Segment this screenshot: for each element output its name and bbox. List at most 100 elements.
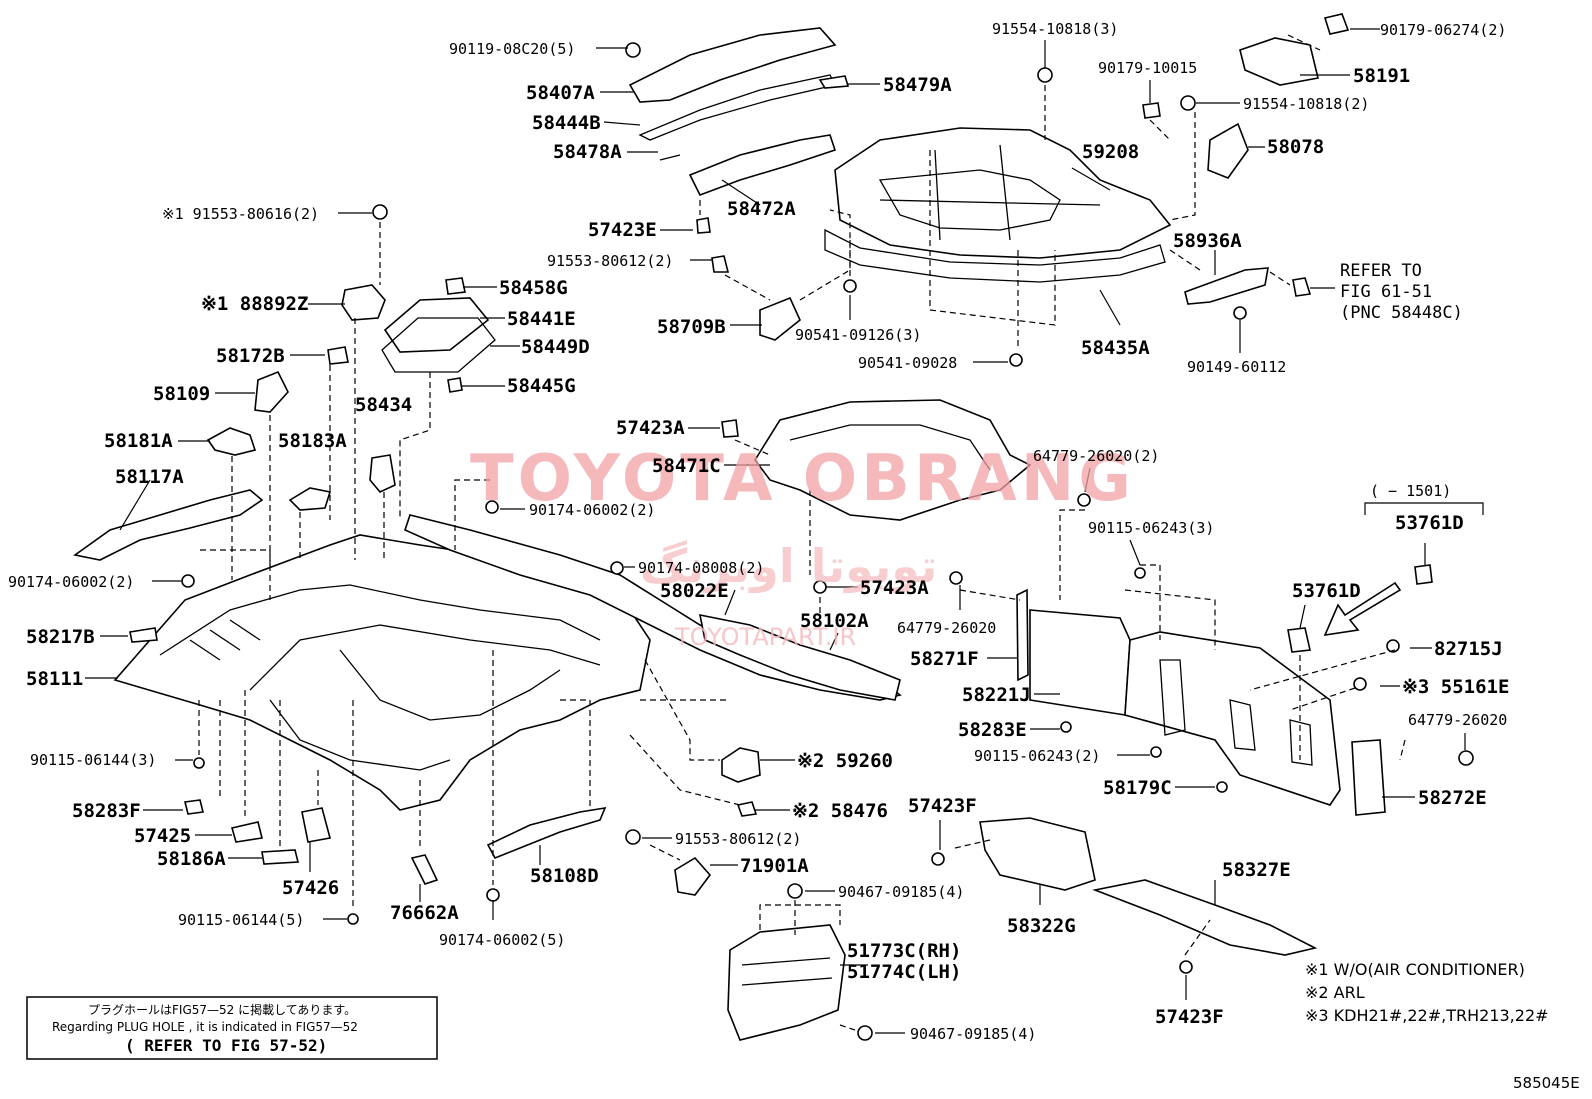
part-label: 57426 [282,877,339,899]
part-label: 58449D [521,336,590,358]
part-58327E-shape [1092,879,1318,956]
part-label: 58221J [962,684,1031,706]
part-58022E-shape [698,613,901,701]
part-label: 58445G [507,375,576,397]
part-label: 58434 [355,394,412,416]
part-label: 57425 [134,825,191,847]
part-label: 58435A [1081,337,1150,359]
part-label: 58111 [26,668,83,690]
part-label: 71901A [740,855,809,877]
legend-item: ※1 W/O(AIR CONDITIONER) [1305,960,1525,979]
watermark-site: TOYOTAPART.IR [674,623,856,651]
part-label: 58472A [727,198,796,220]
part-label: 58078 [1267,136,1324,158]
part-label: 64779-26020 [1408,711,1507,729]
plug-hole-note: プラグホールはFIG57—52 に掲載してあります。 Regarding PLU… [26,996,438,1060]
part-label: ※3 55161E [1402,676,1509,698]
part-label: 91553-80612(2) [547,252,673,270]
part-label: 58441E [507,308,576,330]
part-label: ※1 88892Z [201,293,308,315]
part-label: 90174-06002(5) [439,931,565,949]
part-label: 58102A [800,610,869,632]
floor-pan-shape [113,534,651,811]
part-58117A-shape [73,489,264,561]
part-58221J-shape [1029,609,1131,716]
part-label: 58117A [115,466,184,488]
service-hole-cover-shape [383,297,490,353]
part-label: 58272E [1418,787,1487,809]
part-label: 90541-09028 [858,354,957,372]
watermark-persian: تویوتا اوبرنگ [640,539,937,593]
legend: ※1 W/O(AIR CONDITIONER) ※2 ARL ※3 KDH21#… [1305,960,1549,1025]
part-label: 90119-08C20(5) [449,40,575,58]
part-label: 58022E [660,580,729,602]
part-label: 58183A [278,430,347,452]
part-label: 90115-06243(2) [974,747,1100,765]
dashed-guides [198,34,1406,1031]
part-label: 90174-06002(2) [8,573,134,591]
part-label: 90179-10015 [1098,59,1197,77]
part-label: 90541-09126(3) [795,326,921,344]
callout-labels: 90119-08C20(5) 58407A 58479A 58444B 5847… [8,20,1509,1043]
part-58472A-shape [688,134,837,197]
refer-line-1: REFER TO [1340,261,1422,281]
legend-item: ※3 KDH21#,22#,TRH213,22# [1305,1006,1549,1025]
part-label: 58191 [1353,65,1410,87]
part-label: 58322G [1007,915,1076,937]
part-label: 58186A [157,848,226,870]
part-label: ※1 91553-80616(2) [162,205,319,223]
part-label: 57423A [616,417,685,439]
part-label: 58936A [1173,230,1242,252]
part-51773C-shape [727,924,846,1041]
part-label: 58478A [553,141,622,163]
part-label: 51773C(RH) [847,940,961,962]
part-label: 58181A [104,430,173,452]
part-label: 58479A [883,74,952,96]
part-label: 53761D [1292,580,1361,602]
part-58271F-shape [1016,588,1029,682]
part-58471C-shape [754,399,1032,521]
part-label: 90467-09185(4) [838,883,964,901]
rear-floor-pan-shape [834,127,1172,259]
part-label: 57423E [588,219,657,241]
part-label: 64779-26020(2) [1033,447,1159,465]
note-english: Regarding PLUG HOLE , it is indicated in… [52,1020,358,1034]
part-label: 58327E [1222,859,1291,881]
part-label: 90149-60112 [1187,358,1286,376]
part-label: 58172B [216,345,285,367]
part-label: 58471C [652,455,721,477]
part-58272E-shape [1351,739,1386,816]
part-label: 90115-06144(3) [30,751,156,769]
refer-line-3: (PNC 58448C) [1340,303,1463,323]
part-label: 58709B [657,316,726,338]
leader-lines [85,28,1466,1034]
part-label: 58283E [958,719,1027,741]
part-label: 58109 [153,383,210,405]
part-label: 58444B [532,112,601,134]
part-label: 57423A [860,577,929,599]
part-label: 90467-09185(4) [910,1025,1036,1043]
part-label: 64779-26020 [897,619,996,637]
watermark-title: TOYOTA OBRANG [470,442,1135,516]
part-58407A-shape [628,27,837,103]
fastener-glyphs [181,42,1474,1041]
part-label: 91554-10818(2) [1243,95,1369,113]
part-label: 58283F [72,800,141,822]
part-label: 91554-10818(3) [992,20,1118,38]
part-label: 58217B [26,626,95,648]
part-label: 57423F [908,795,977,817]
part-58322G-shape [979,817,1096,891]
refer-block: REFER TO FIG 61-51 (PNC 58448C) [1340,261,1463,323]
note-reference: ( REFER TO FIG 57-52) [125,1036,327,1055]
part-58435A-shape [824,228,1166,283]
part-label: 76662A [390,902,459,924]
part-label: 58458G [499,277,568,299]
part-label: 90174-06002(2) [529,501,655,519]
part-label: 91553-80612(2) [675,830,801,848]
part-58108D-shape [486,806,607,860]
note-japanese: プラグホールはFIG57—52 に掲載してあります。 [88,1002,356,1017]
part-label: 90179-06274(2) [1380,21,1506,39]
part-label: 58108D [530,865,599,887]
part-label: 53761D [1395,512,1464,534]
